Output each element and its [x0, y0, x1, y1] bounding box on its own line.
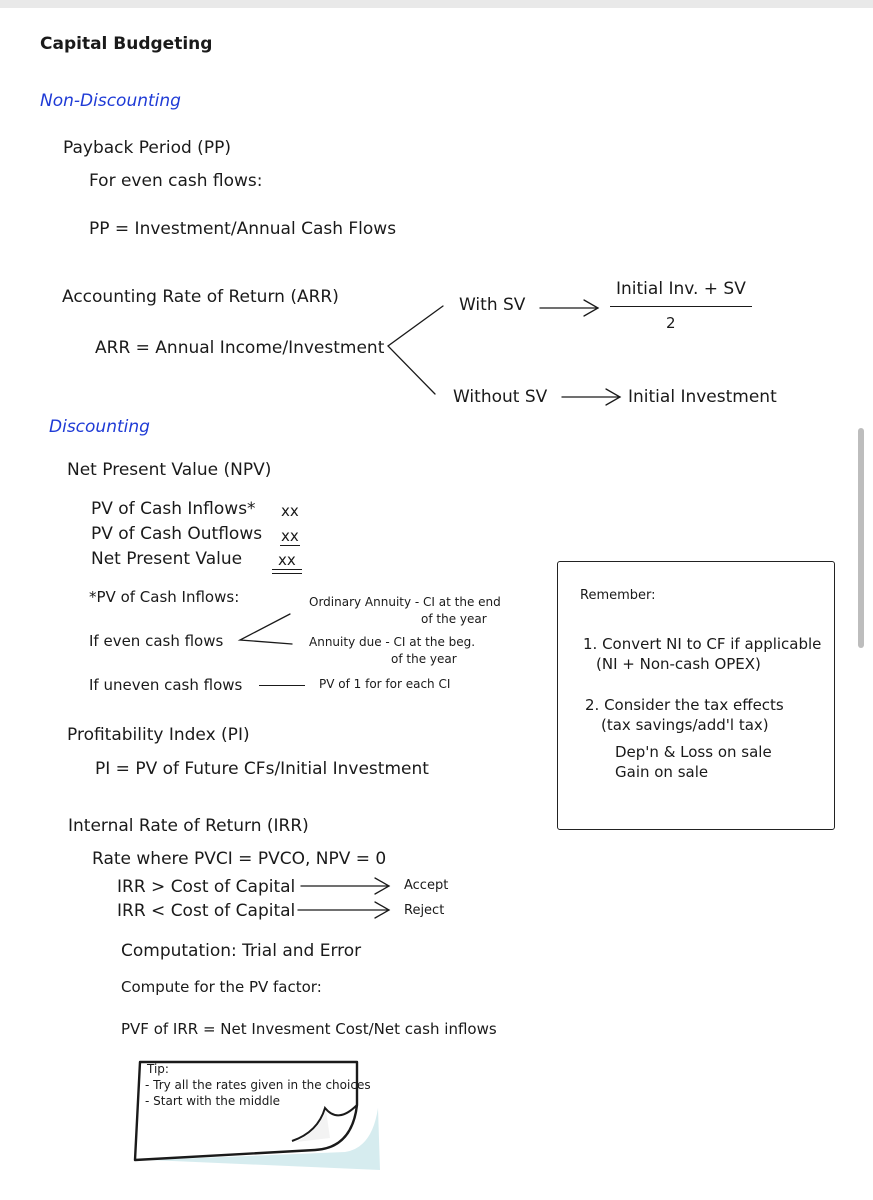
arr-branch-lines	[388, 306, 443, 394]
scrollbar-thumb[interactable]	[858, 428, 864, 648]
even-cash-branch-lines	[240, 614, 292, 644]
